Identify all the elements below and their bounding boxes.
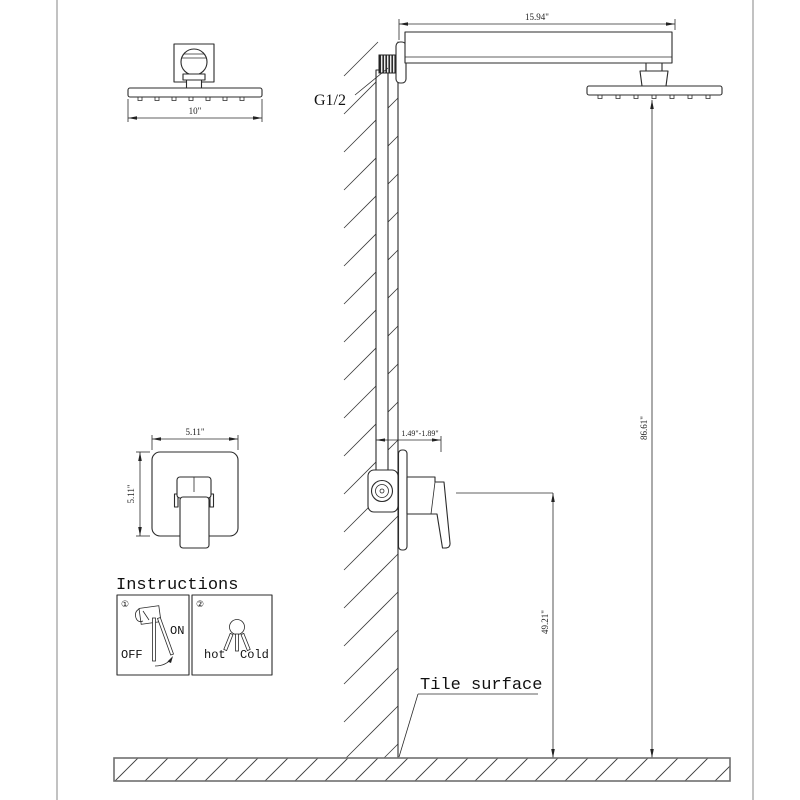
- arm-connector: [639, 70, 669, 87]
- spray-nozzles-side: [597, 95, 711, 99]
- ball-joint: [180, 48, 208, 76]
- instructions-panel: Instructions ① ON OFF ② hot Cold: [116, 576, 273, 676]
- dim-shower-height: 86.61": [639, 100, 654, 758]
- dim-valve-plate-height: 5.11": [126, 451, 150, 537]
- valve-handle-side: [406, 476, 451, 549]
- handle-off-position: [152, 617, 156, 662]
- wall-hatching: [343, 41, 399, 759]
- thread-label: G1/2: [314, 67, 389, 109]
- in-wall-supply-pipe: [375, 69, 389, 479]
- dim-valve-height-from-floor: 49.21": [456, 492, 555, 758]
- step-2-number: ②: [196, 600, 204, 610]
- floor-section: [113, 757, 731, 782]
- shower-arm: [404, 31, 673, 64]
- dim-valve-width: 5.11": [151, 427, 239, 450]
- tile-surface-text: Tile surface: [420, 676, 542, 695]
- instruction-step-1: ① ON OFF: [116, 594, 190, 676]
- dim-arm-length-text: 15.94": [525, 12, 549, 22]
- handle-knob: [229, 619, 245, 635]
- thread-leader-line: [354, 67, 389, 96]
- spray-nozzles: [137, 97, 245, 101]
- handle-tab-left: [173, 493, 179, 508]
- threaded-nipple: [378, 54, 398, 74]
- shower-arm-assembly: 15.94" G1/2: [314, 12, 723, 109]
- dim-shower-height-text: 86.61": [639, 416, 649, 440]
- tile-leader-line: [398, 693, 419, 758]
- mixer-valve-side-view: 1.49"-1.89" 49.21": [367, 429, 555, 758]
- dim-valve-width-text: 5.11": [185, 427, 204, 437]
- handle-hot-position: [223, 632, 234, 652]
- valve-inlet-inner: [375, 484, 389, 498]
- dim-valve-depth: 1.49"-1.89": [376, 429, 442, 452]
- handle-cold-position: [240, 632, 251, 652]
- handle-tab-right: [209, 493, 215, 508]
- tile-surface-label: Tile surface: [398, 676, 542, 758]
- valve-trim-plate-side: [397, 449, 408, 551]
- dim-valve-height-text: 49.21": [540, 610, 550, 634]
- handle-lever-front: [179, 496, 210, 549]
- handle-on-position: [156, 616, 175, 656]
- hot-label: hot: [204, 648, 226, 662]
- joint-stem: [185, 79, 203, 89]
- shower-head-side: [586, 85, 723, 96]
- instructions-title: Instructions: [116, 576, 238, 595]
- instruction-step-2: ② hot Cold: [191, 594, 273, 676]
- valve-inlet-center: [379, 488, 385, 494]
- off-label: OFF: [121, 648, 143, 662]
- dim-overhead-width: 10": [127, 99, 263, 122]
- arm-connector-collar: [645, 62, 663, 72]
- dim-valve-plate-height-text: 5.11": [126, 484, 136, 503]
- cold-label: Cold: [240, 648, 269, 662]
- overhead-shower-front-view: 10": [127, 43, 263, 122]
- dim-valve-depth-text: 1.49"-1.89": [401, 429, 438, 438]
- thread-size-text: G1/2: [314, 92, 346, 109]
- wall-section: [343, 41, 399, 759]
- joint-collar: [182, 73, 206, 81]
- handle-mid-position: [235, 633, 239, 652]
- step-1-number: ①: [121, 600, 129, 610]
- mixer-valve-front-view: 5.11" 5.11": [126, 427, 239, 549]
- on-label: ON: [170, 624, 184, 638]
- dim-arm-length: 15.94": [398, 12, 676, 40]
- shower-head-plate: [127, 87, 263, 98]
- floor-slab: [113, 757, 731, 782]
- dim-overhead-width-text: 10": [189, 106, 202, 116]
